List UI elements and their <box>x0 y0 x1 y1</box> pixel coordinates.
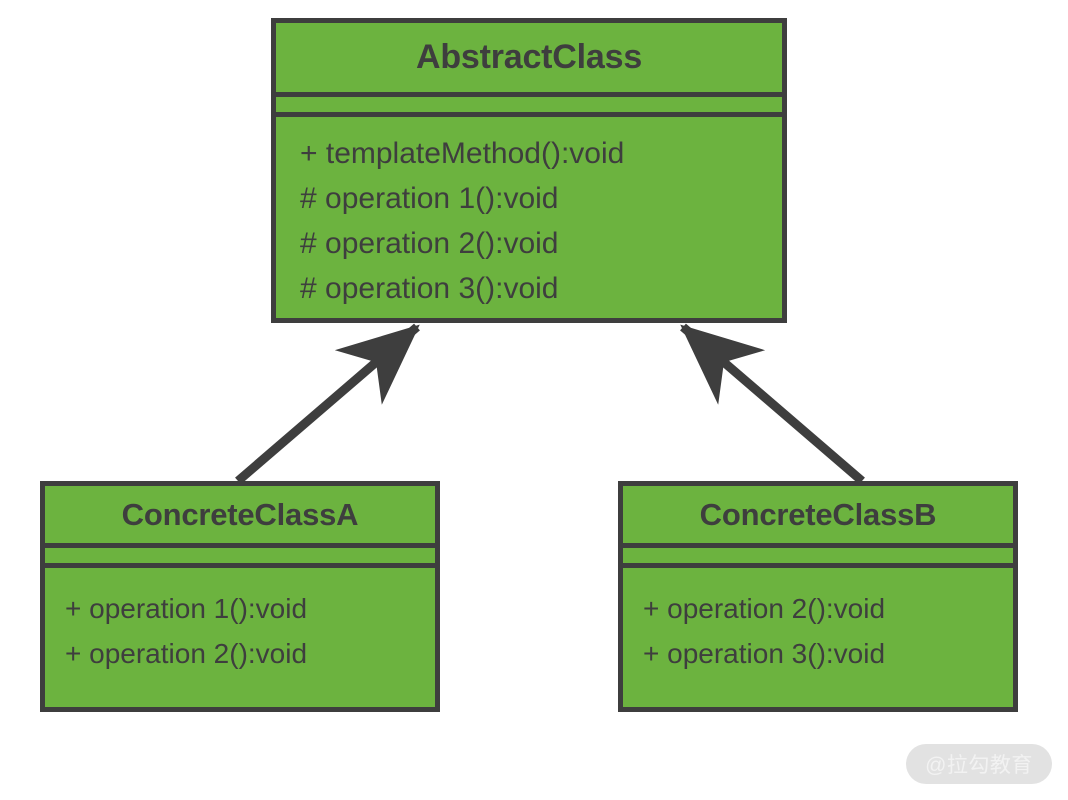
attributes-compartment-concreteclassa <box>45 548 435 563</box>
class-name-abstractclass: AbstractClass <box>415 38 643 76</box>
attributes-compartment-concreteclassb <box>623 548 1013 563</box>
attributes-operations-divider <box>623 563 1013 568</box>
operations-compartment-concreteclassb: + operation 2():void + operation 3():voi… <box>623 568 1013 676</box>
class-name-concreteclassb: ConcreteClassB <box>699 496 937 532</box>
operation-row: + templateMethod():void <box>300 137 625 170</box>
operation-row: + operation 2():void <box>65 638 308 669</box>
operation-row: # operation 3():void <box>300 272 559 305</box>
uml-class-concreteclassa[interactable]: ConcreteClassA + operation 1():void + op… <box>40 481 440 712</box>
operations-compartment-concreteclassa: + operation 1():void + operation 2():voi… <box>45 568 435 676</box>
attributes-operations-divider <box>45 563 435 568</box>
name-attributes-divider <box>623 543 1013 548</box>
operation-row: + operation 3():void <box>643 638 886 669</box>
watermark-badge: @拉勾教育 <box>906 744 1052 784</box>
operation-row: # operation 2():void <box>300 227 559 260</box>
operation-row: + operation 2():void <box>643 593 886 624</box>
operation-row: + operation 1():void <box>65 593 308 624</box>
generalization-arrow-concrete-a <box>235 323 420 485</box>
name-attributes-divider <box>276 92 782 97</box>
attributes-operations-divider <box>276 112 782 117</box>
uml-class-concreteclassb[interactable]: ConcreteClassB + operation 2():void + op… <box>618 481 1018 712</box>
operation-row: # operation 1():void <box>300 182 559 215</box>
operations-compartment-abstractclass: + templateMethod():void # operation 1():… <box>276 117 782 311</box>
uml-class-abstractclass[interactable]: AbstractClass + templateMethod():void # … <box>271 18 787 323</box>
attributes-compartment-abstractclass <box>276 97 782 112</box>
class-name-concreteclassa: ConcreteClassA <box>121 496 359 532</box>
generalization-arrow-concrete-b <box>680 323 865 485</box>
name-attributes-divider <box>45 543 435 548</box>
